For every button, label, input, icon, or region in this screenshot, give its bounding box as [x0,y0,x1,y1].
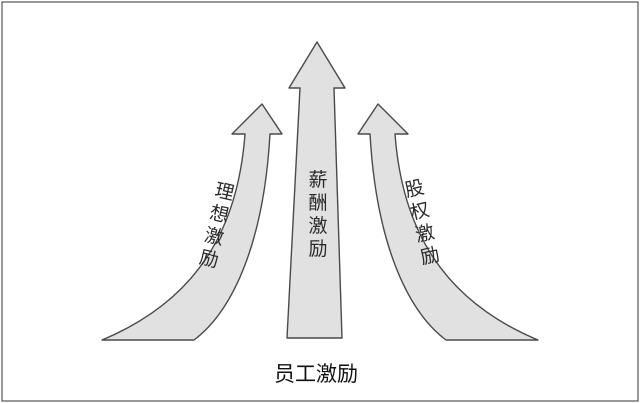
left-arrow-label: 理 想 激 励 [197,179,236,272]
center-arrow [286,41,346,339]
right-label-char: 激 [413,221,436,247]
center-label-char: 薪 [308,169,327,191]
right-label-char: 励 [418,243,441,269]
right-arrow [357,103,539,341]
left-label-char: 激 [202,224,225,250]
left-label-char: 励 [197,246,220,272]
right-label-char: 股 [403,176,426,202]
left-arrow [101,103,283,341]
right-arrow-label: 股 权 激 励 [403,176,442,269]
left-label-char: 想 [208,202,231,228]
center-label-char: 酬 [308,192,327,214]
diagram-caption: 员工激励 [274,362,358,386]
center-arrow-label: 薪 酬 激 励 [308,169,327,260]
center-label-char: 激 [308,215,327,237]
right-label-char: 权 [408,199,431,225]
center-label-char: 励 [308,238,327,260]
left-label-char: 理 [213,179,236,205]
